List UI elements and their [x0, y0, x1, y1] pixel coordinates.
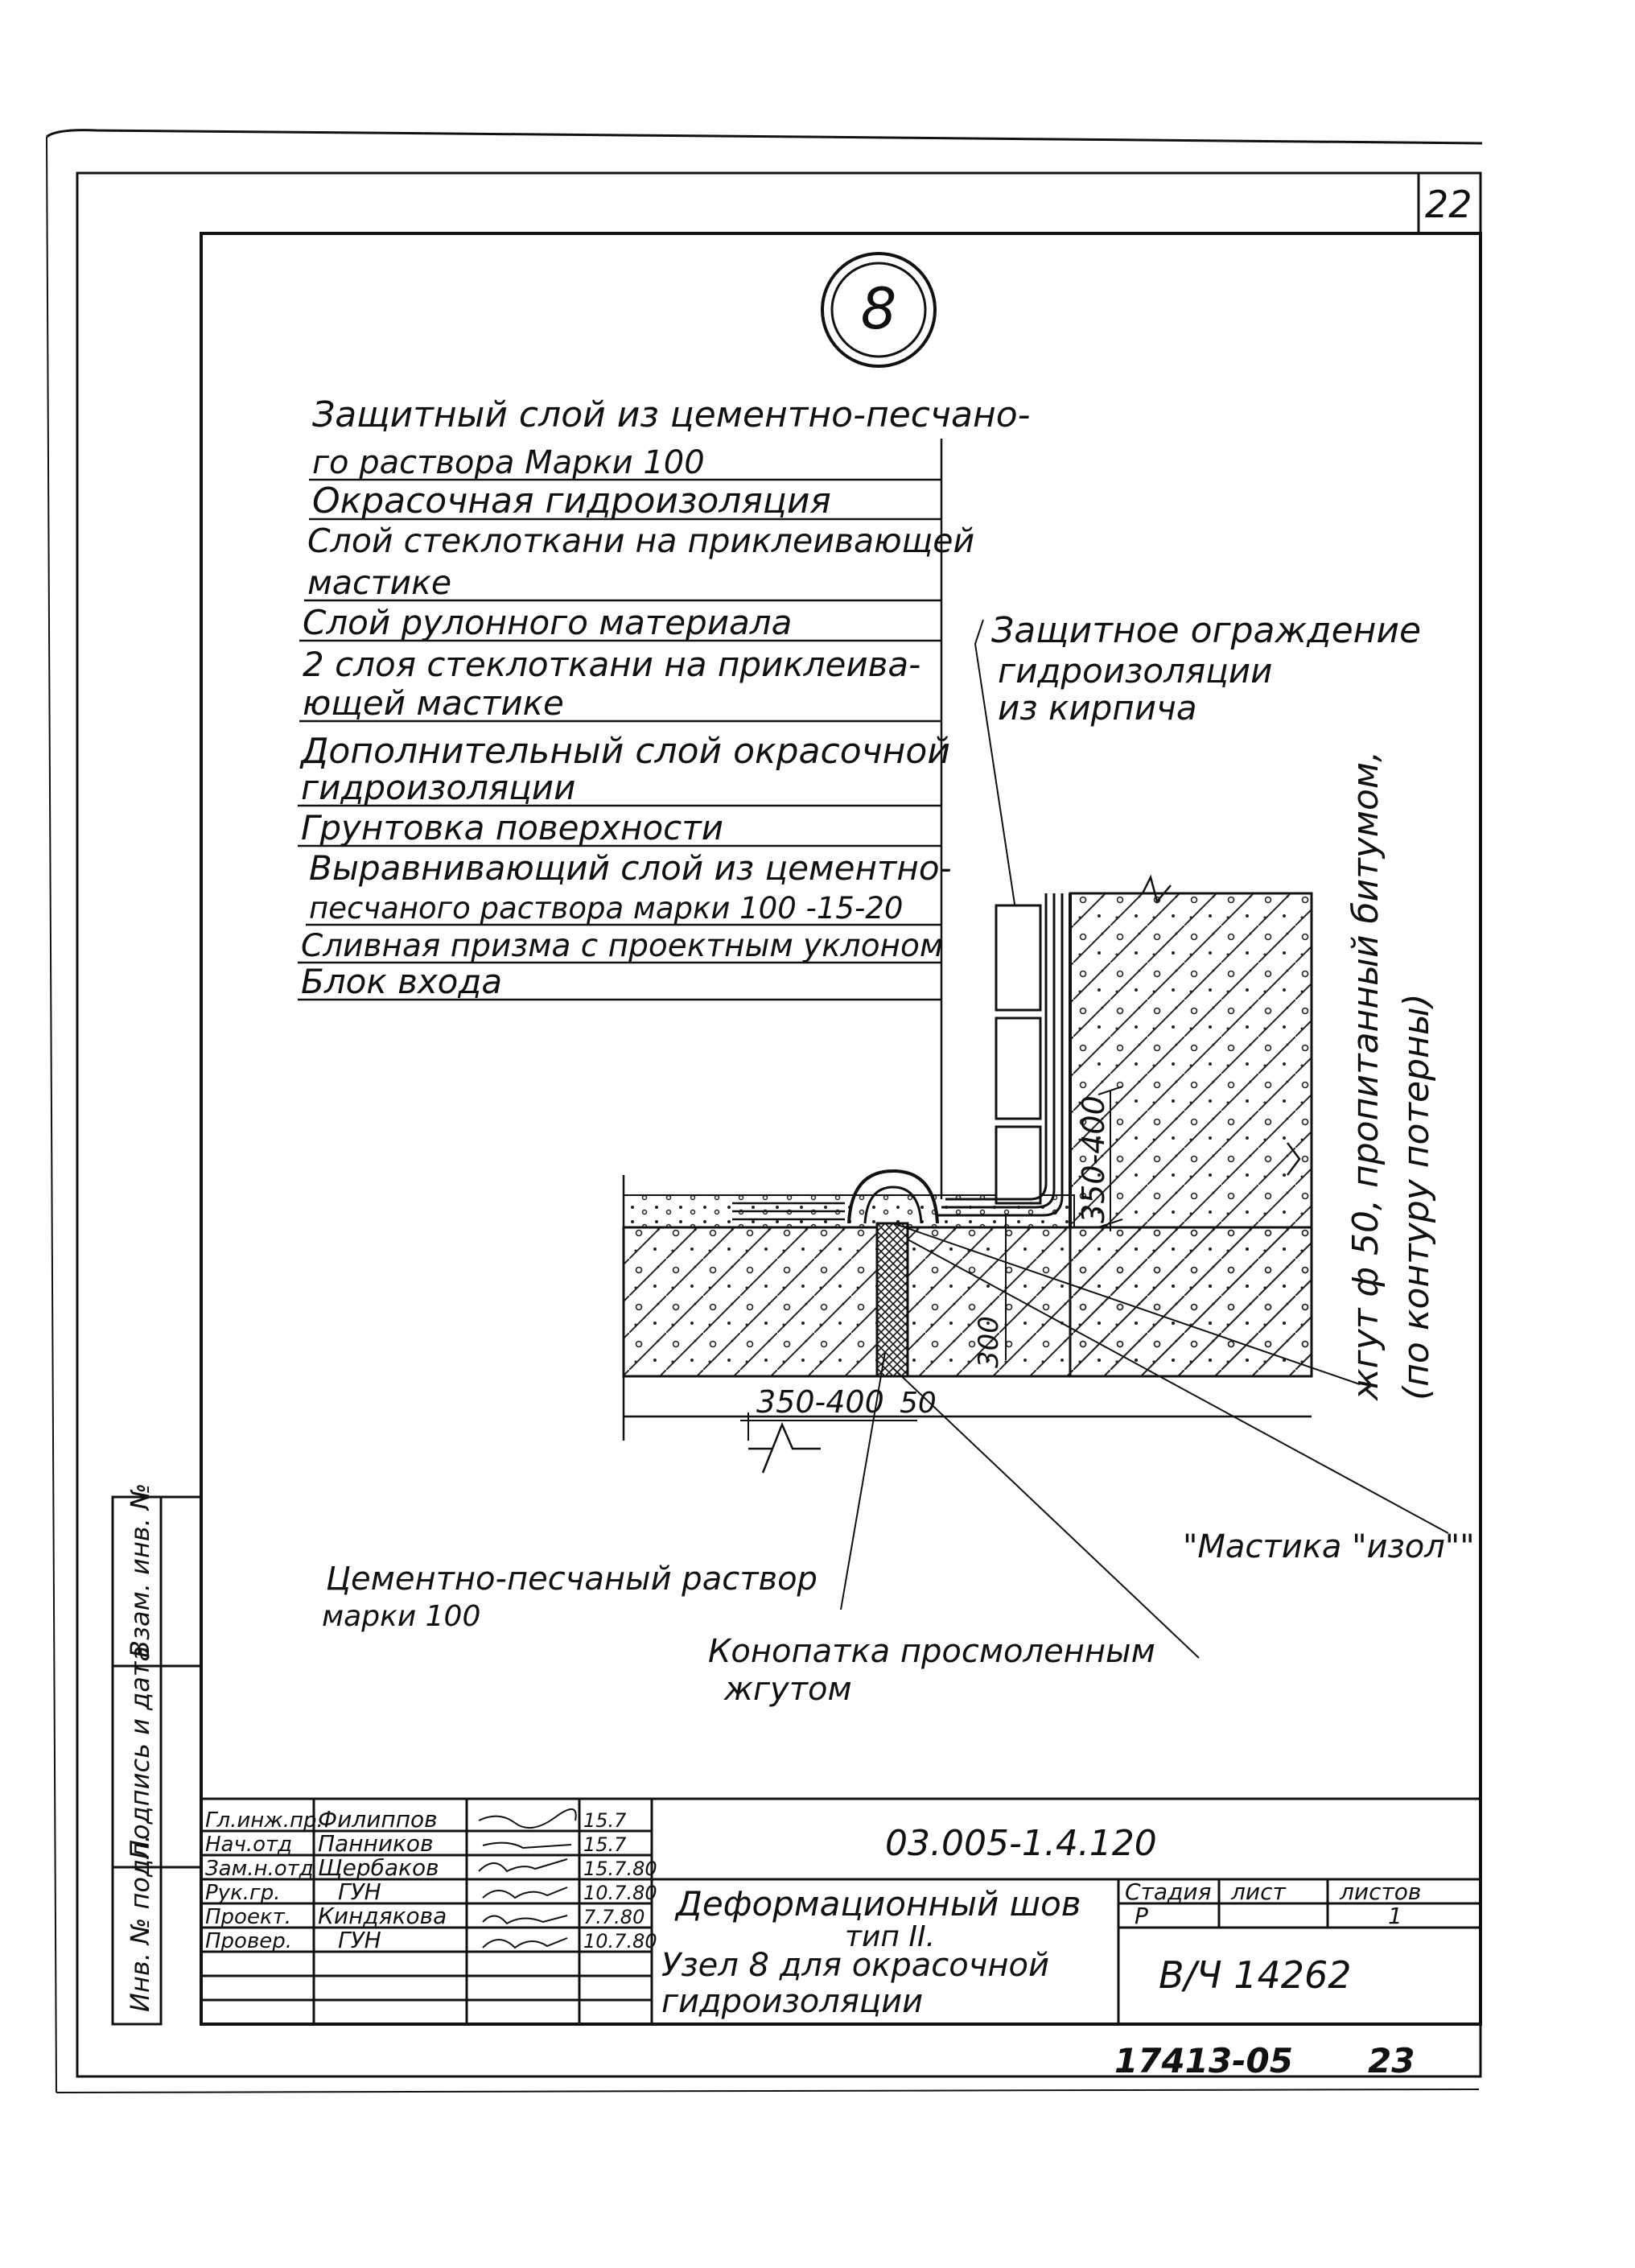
svg-text:Щербаков: Щербаков — [318, 1854, 439, 1881]
node-callout: 8 — [821, 252, 937, 368]
layer-line-14: Сливная призма с проектным уклоном — [301, 928, 943, 964]
dim-horizontal-overlap: 350-400 — [756, 1384, 884, 1420]
layer-line-2: го раствора Марки 100 — [312, 444, 705, 481]
protective-fence-label: Защитное ограждение гидроизоляции из кир… — [974, 610, 1421, 910]
sheets-value: 1 — [1388, 1903, 1402, 1929]
svg-text:тип II.: тип II. — [845, 1920, 935, 1953]
layer-line-3: Окрасочная гидроизоляция — [312, 480, 831, 522]
joint-bulb — [847, 1169, 939, 1224]
svg-text:Панников: Панников — [318, 1830, 434, 1857]
svg-text:15.7: 15.7 — [583, 1809, 627, 1832]
svg-text:Провер.: Провер. — [205, 1929, 292, 1953]
stage-header: Стадия — [1125, 1878, 1211, 1905]
svg-text:Нач.отд: Нач.отд — [205, 1833, 292, 1857]
svg-text:15.7: 15.7 — [583, 1833, 627, 1856]
svg-text:Проект.: Проект. — [205, 1905, 291, 1929]
joint-bundle — [875, 1222, 909, 1378]
side-stamp-replace: Взам. инв. № — [125, 1483, 155, 1658]
svg-text:Конопатка просмоленным: Конопатка просмоленным — [708, 1633, 1155, 1670]
svg-text:гидроизоляции: гидроизоляции — [661, 1983, 923, 2020]
svg-text:Деформационный шов: Деформационный шов — [674, 1884, 1081, 1924]
footer-number: 17413-05 — [1114, 2041, 1293, 2080]
outer-border-bottom — [56, 2089, 1480, 2093]
sheets-header: листов — [1339, 1878, 1421, 1905]
svg-text:7.7.80: 7.7.80 — [583, 1906, 645, 1928]
svg-text:Защитное ограждение: Защитное ограждение — [991, 610, 1421, 651]
svg-text:из кирпича: из кирпича — [998, 688, 1197, 728]
layer-line-13: песчаного раствора марки 100 -15-20 — [309, 891, 903, 926]
svg-text:15.7.80: 15.7.80 — [583, 1858, 657, 1880]
svg-text:марки 100: марки 100 — [322, 1600, 480, 1633]
layer-line-8: ющей мастике — [303, 683, 564, 723]
title-block-names: Филиппов Панников Щербаков ГУН Киндякова… — [318, 1806, 447, 1953]
svg-text:Рук.гр.: Рук.гр. — [205, 1881, 280, 1905]
svg-text:10.7.80: 10.7.80 — [583, 1930, 657, 1953]
cement-mortar-label: Цементно-песчаный раствор марки 100 — [322, 1561, 818, 1633]
title-block-roles: Гл.инж.пр. Нач.отд Зам.н.отд Рук.гр. Про… — [205, 1808, 323, 1953]
sheet-header: лист — [1230, 1878, 1286, 1905]
archive-number: В/Ч 14262 — [1159, 1953, 1352, 1997]
brick-wall — [995, 904, 1042, 1205]
layer-line-1: Защитный слой из цементно-песчано- — [312, 394, 1031, 435]
drawing-title: Деформационный шов тип II. Узел 8 для ок… — [661, 1884, 1081, 2020]
layer-line-7: 2 слоя стеклоткани на приклеива- — [303, 645, 920, 684]
layer-line-5: мастике — [307, 563, 451, 602]
bundle-label: жгут ф 50, пропитанный битумом, (по конт… — [1345, 751, 1437, 1401]
outer-border-line — [46, 129, 1483, 145]
sheet-number: 22 — [1425, 183, 1472, 226]
layer-line-6: Слой рулонного материала — [303, 603, 792, 642]
side-stamp — [111, 1495, 201, 2026]
drawing-code: 03.005-1.4.120 — [885, 1823, 1157, 1864]
svg-text:10.7.80: 10.7.80 — [583, 1882, 657, 1904]
section-drawing — [622, 874, 1313, 1474]
svg-text:Цементно-песчаный раствор: Цементно-песчаный раствор — [326, 1561, 818, 1598]
sheet-number-box — [1417, 171, 1482, 235]
svg-text:Киндякова: Киндякова — [318, 1903, 447, 1929]
dim-height: 300 — [973, 1316, 1005, 1368]
mastic-label: "Мастика "изол"" — [1183, 1528, 1475, 1565]
layers-list: Защитный слой из цементно-песчано- го ра… — [298, 394, 1031, 1199]
dim-vertical-overlap: 350-400 — [1076, 1095, 1111, 1223]
svg-text:Узел 8 для окрасочной: Узел 8 для окрасочной — [661, 1947, 1049, 1984]
title-block — [200, 1797, 1482, 2026]
layer-line-15: Блок входа — [301, 962, 502, 1001]
title-block-dates: 15.7 15.7 15.7.80 10.7.80 7.7.80 10.7.80 — [583, 1809, 657, 1953]
dimensions: 350-400 300 350-400 50 — [740, 1086, 1123, 1441]
title-block-signatures — [478, 1808, 577, 1949]
footer-page: 23 — [1368, 2041, 1415, 2080]
side-stamp-sign: Подпись и дата — [125, 1646, 155, 1859]
svg-text:жгут ф 50, пропитанный битумом: жгут ф 50, пропитанный битумом, — [1345, 751, 1386, 1401]
svg-text:ГУН: ГУН — [338, 1878, 381, 1905]
node-number: 8 — [861, 276, 897, 342]
layer-line-9: Дополнительный слой окрасочной — [299, 731, 950, 772]
side-stamp-inv: Инв. № подл. — [125, 1834, 155, 2012]
svg-text:Зам.н.отд: Зам.н.отд — [205, 1857, 314, 1881]
layer-line-10: гидроизоляции — [301, 768, 575, 807]
waterproofing-layers — [732, 893, 1072, 1227]
svg-text:гидроизоляции: гидроизоляции — [998, 651, 1272, 691]
caulking-label: Конопатка просмоленным жгутом — [708, 1633, 1155, 1708]
leaders — [840, 1223, 1449, 1659]
layer-line-11: Грунтовка поверхности — [301, 808, 723, 847]
layer-line-12: Выравнивающий слой из цементно- — [309, 848, 952, 888]
svg-text:ГУН: ГУН — [338, 1927, 381, 1953]
stage-value: Р — [1135, 1903, 1148, 1929]
svg-text:Гл.инж.пр.: Гл.инж.пр. — [205, 1808, 323, 1833]
svg-text:Филиппов: Филиппов — [318, 1806, 438, 1833]
layer-line-4: Слой стеклоткани на приклеивающей — [307, 522, 974, 560]
outer-border-left — [46, 136, 57, 2093]
break-line — [748, 1421, 821, 1474]
svg-text:жгутом: жгутом — [723, 1671, 852, 1708]
svg-text:(по контуру потерны): (по контуру потерны) — [1396, 993, 1437, 1400]
